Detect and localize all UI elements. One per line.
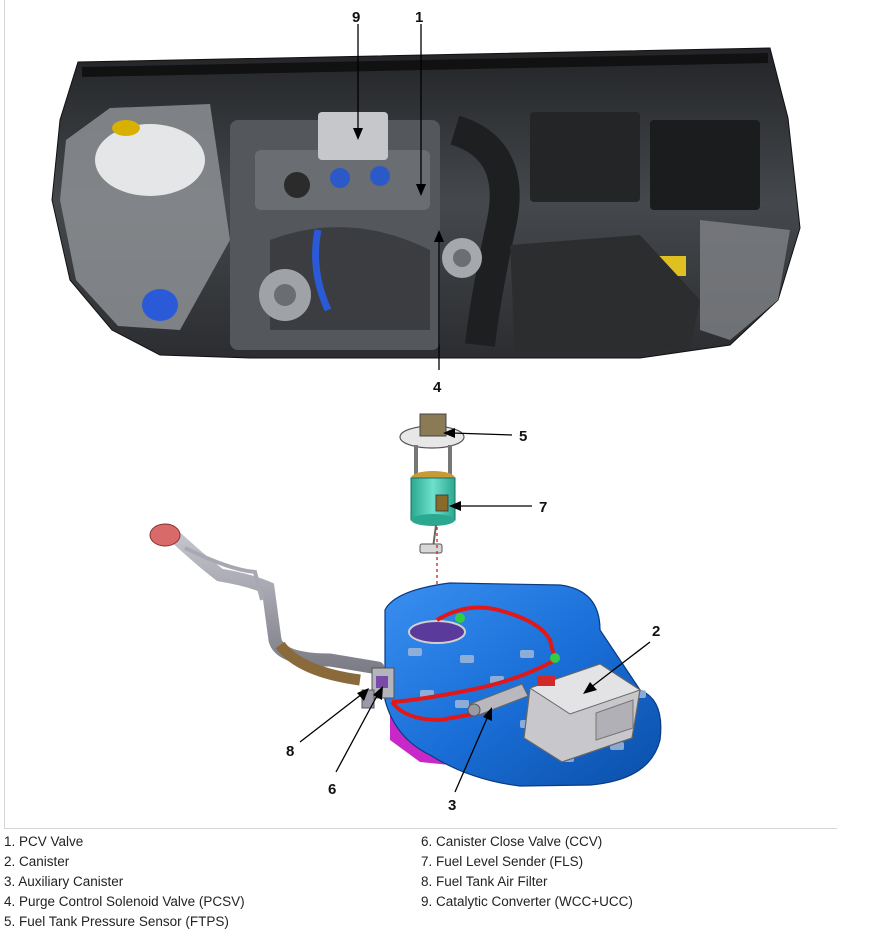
legend-item: 4. Purge Control Solenoid Valve (PCSV) (4, 894, 245, 909)
fuel-tank-assembly (149, 523, 662, 787)
legend-item: 9. Catalytic Converter (WCC+UCC) (421, 894, 633, 909)
throttle-bore (453, 249, 471, 267)
pump-opening (408, 620, 466, 644)
leader-2 (589, 641, 651, 689)
callout-7: 7 (539, 499, 547, 516)
legend-item: 6. Canister Close Valve (CCV) (421, 834, 603, 849)
leader-5-arrow (443, 428, 455, 438)
filler-pipe-lower (275, 641, 361, 686)
fitting-canister (550, 653, 560, 663)
pump-guide-rod-right (448, 445, 452, 475)
callout-5: 5 (519, 428, 527, 445)
leader-3-arrow (483, 707, 492, 721)
callout-2: 2 (652, 623, 660, 640)
intake-hose (449, 115, 520, 347)
leader-1-arrow (416, 184, 426, 196)
pump-reservoir-bottom (411, 514, 455, 526)
leader-7-arrow (449, 501, 461, 511)
leader-5 (451, 432, 513, 436)
filler-pipe (161, 523, 385, 675)
air-filter-box (510, 235, 700, 352)
battery (650, 120, 760, 210)
hood-seal (81, 53, 769, 77)
fuel-pump-module (399, 413, 465, 628)
callout-1: 1 (415, 9, 423, 26)
ignition-coils (284, 166, 390, 198)
coolant-cap (112, 120, 140, 136)
leader-3 (454, 715, 489, 793)
coolant-reservoir (95, 124, 205, 196)
callout-9: 9 (352, 9, 360, 26)
legend-item: 5. Fuel Tank Pressure Sensor (FTPS) (4, 914, 229, 929)
legend: 1. PCV Valve 2. Canister 3. Auxiliary Ca… (0, 832, 892, 941)
legend-column-left: 1. PCV Valve 2. Canister 3. Auxiliary Ca… (4, 832, 245, 932)
figure-frame (4, 0, 837, 829)
leader-8-arrow (357, 688, 369, 701)
pump-guide-rod-left (414, 445, 418, 475)
filler-neck-cap (149, 523, 181, 547)
leader-lines (299, 24, 651, 793)
leader-4-arrow (434, 230, 444, 242)
vapor-line-branch (390, 700, 486, 723)
leader-6-arrow (373, 686, 383, 700)
canister-close-valve (371, 667, 395, 699)
auxiliary-canister (467, 683, 529, 717)
callout-3: 3 (448, 797, 456, 814)
canister (523, 663, 642, 763)
alternator-pulley (274, 284, 296, 306)
float (419, 543, 443, 554)
filler-vent-line (184, 546, 264, 601)
fuel-level-sender-body (435, 494, 449, 512)
engine-bay-photo (51, 47, 801, 359)
legend-item: 8. Fuel Tank Air Filter (421, 874, 548, 889)
leader-9-arrow (353, 128, 363, 140)
blue-hose (312, 229, 332, 312)
legend-item: 7. Fuel Level Sender (FLS) (421, 854, 584, 869)
fuse-box (530, 112, 640, 202)
callout-4: 4 (433, 379, 442, 396)
legend-item: 3. Auxiliary Canister (4, 874, 124, 889)
washer-fluid-cap (142, 289, 178, 321)
callout-8: 8 (286, 743, 294, 760)
intake-manifold (270, 227, 430, 330)
legend-column-right: 6. Canister Close Valve (CCV) 7. Fuel Le… (421, 832, 633, 912)
legend-item: 1. PCV Valve (4, 834, 84, 849)
callout-6: 6 (328, 781, 336, 798)
right-fender (700, 220, 790, 340)
legend-item: 2. Canister (4, 854, 70, 869)
leader-8 (299, 693, 363, 743)
evap-system-diagram: 9 1 4 5 7 2 8 6 3 (51, 9, 801, 814)
pump-connector (419, 413, 447, 437)
callout-numbers: 9 1 4 5 7 2 8 6 3 (286, 9, 660, 814)
leader-2-arrow (583, 682, 597, 694)
catalytic-converter-shield (318, 112, 388, 160)
fitting-pump (455, 613, 465, 623)
leader-6 (335, 693, 379, 773)
